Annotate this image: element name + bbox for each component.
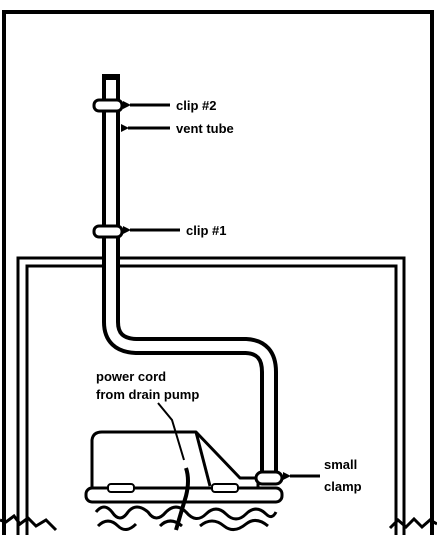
drain-pump-ridge [194,431,212,487]
small-clamp-label-line2: clamp [324,479,362,494]
small-clamp-label-line1: small [324,457,357,472]
clip-2-label: clip #2 [176,98,216,113]
pump-base-tab-right [211,483,239,493]
drain-pump-body [90,430,260,492]
clip-2 [92,98,124,113]
inner-tub-wall-inner-line [25,264,398,535]
vent-tube-label: vent tube [176,121,234,136]
vent-tube-interior [106,80,274,478]
power-cord-leader [157,402,185,461]
small-clamp [254,470,284,486]
power-cord-label-line1: power cord [96,369,166,384]
pump-base-tab-left [107,483,135,493]
pump-bottom-wave [94,505,278,521]
power-cord [174,467,190,531]
clip-1-label: clip #1 [186,223,226,238]
clip-1 [92,224,124,239]
power-cord-label-line2: from drain pump [96,387,199,402]
inner-tub-wall-outer-line [16,256,406,535]
outer-cabinet-frame [2,10,434,535]
torn-edge-left [0,513,58,532]
pump-bottom-wave-2 [96,519,269,531]
torn-edge-right [388,516,437,530]
